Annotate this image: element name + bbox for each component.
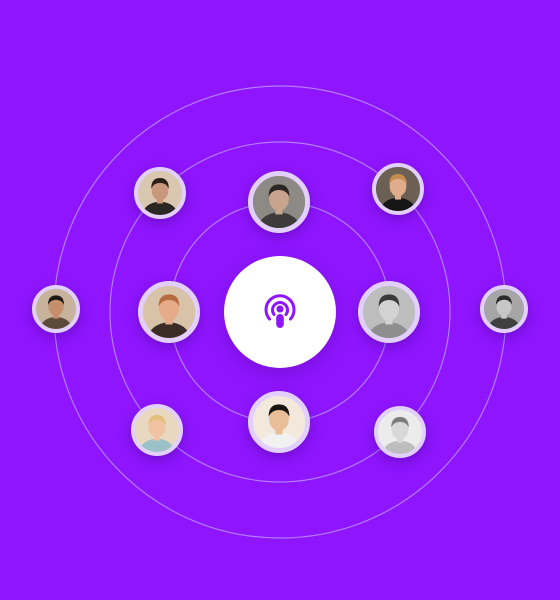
portrait-image <box>36 289 76 329</box>
portrait-image <box>376 167 420 211</box>
portrait-image <box>138 171 182 215</box>
avatar-host-top-right[interactable] <box>372 163 424 215</box>
avatar-host-bottom-right[interactable] <box>374 406 426 458</box>
avatar-host-top-left[interactable] <box>134 167 186 219</box>
avatar-host-right-inner[interactable] <box>358 281 420 343</box>
portrait-image <box>253 176 305 228</box>
avatar-host-bottom-center[interactable] <box>248 391 310 453</box>
portrait-image <box>363 286 415 338</box>
orbit-ring-middle <box>109 141 451 483</box>
podcast-logo-badge <box>224 256 336 368</box>
podcast-icon <box>264 294 296 328</box>
portrait-image <box>135 408 179 452</box>
avatar-host-right-outer[interactable] <box>480 285 528 333</box>
avatar-host-bottom-left[interactable] <box>131 404 183 456</box>
portrait-image <box>378 410 422 454</box>
avatar-host-top-center[interactable] <box>248 171 310 233</box>
portrait-image <box>143 286 195 338</box>
avatar-host-left-outer[interactable] <box>32 285 80 333</box>
portrait-image <box>484 289 524 329</box>
avatar-host-left-inner[interactable] <box>138 281 200 343</box>
portrait-image <box>253 396 305 448</box>
